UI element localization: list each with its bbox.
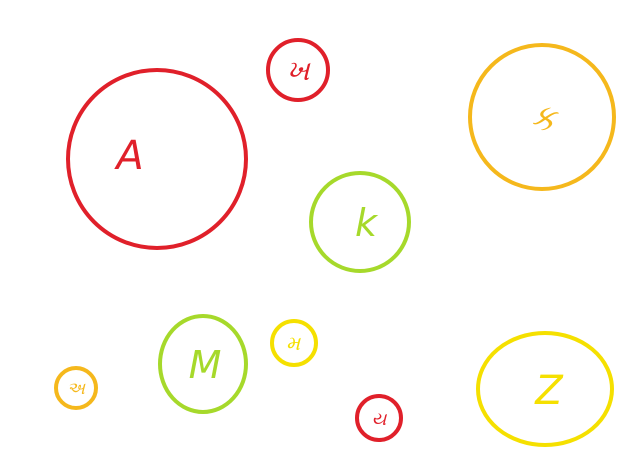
- circle-group-ma: મ: [270, 319, 318, 367]
- circle-group-a: અ: [54, 366, 98, 410]
- circle-group-ka: ક: [468, 43, 616, 191]
- letter-k: k: [355, 201, 379, 245]
- letter-Z: Z: [534, 368, 564, 414]
- circle-group-Z: Z: [476, 331, 614, 447]
- letter-a: અ: [67, 379, 86, 399]
- circle-ya: [355, 394, 403, 442]
- circle-group-kha: ખ: [266, 38, 330, 102]
- letter-kha: ખ: [286, 54, 311, 87]
- circle-group-k: k: [309, 171, 411, 273]
- circle-group-M: M: [158, 314, 248, 414]
- circle-a: [54, 366, 98, 410]
- circle-k: [309, 171, 411, 273]
- circle-Z: [476, 331, 614, 447]
- letter-A: A: [113, 133, 143, 179]
- circle-M: [158, 314, 248, 414]
- letter-ka: ક: [530, 98, 559, 139]
- circle-group-A: A: [66, 68, 248, 250]
- circle-ma: [270, 319, 318, 367]
- circle-A: [66, 68, 248, 250]
- letter-M: M: [189, 343, 222, 387]
- letter-ya: ય: [372, 409, 388, 430]
- letter-ma: મ: [286, 331, 301, 355]
- circle-group-ya: ય: [355, 394, 403, 442]
- circle-ka: [468, 43, 616, 191]
- circle-kha: [266, 38, 330, 102]
